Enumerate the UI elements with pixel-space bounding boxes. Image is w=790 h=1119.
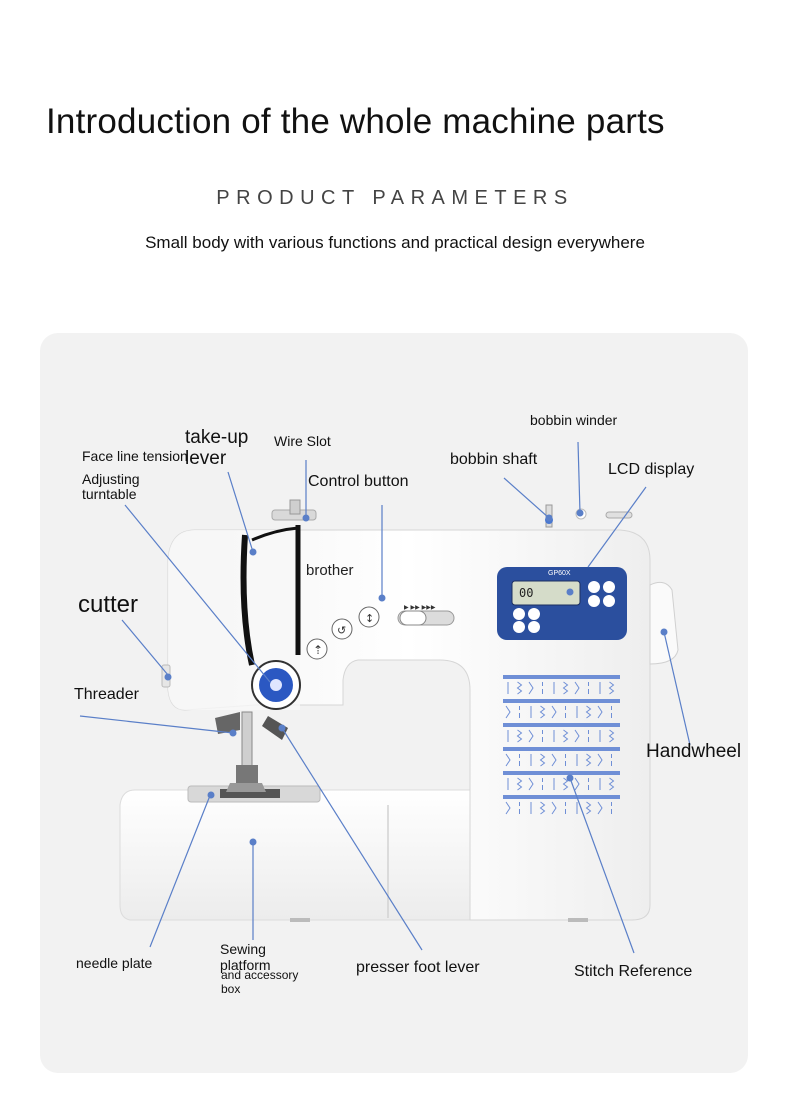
stitch-pattern-icon (516, 729, 523, 743)
stitch-pattern-icon (585, 705, 592, 719)
label-presser-foot-lever: presser foot lever (356, 959, 480, 976)
stitch-pattern-icon (505, 801, 511, 815)
callout-lines (79, 441, 691, 954)
tagline: Small body with various functions and pr… (145, 233, 645, 252)
panel-button[interactable] (603, 581, 615, 593)
stitch-pattern-icon (551, 705, 557, 719)
label-needle-plate: needle plate (76, 955, 153, 971)
handwheel-shape[interactable] (649, 581, 679, 665)
stitch-pattern-icon (551, 753, 557, 767)
stitch-pattern-icon (528, 777, 534, 791)
stitch-row-bar (503, 747, 620, 751)
stitch-pattern-icon (528, 729, 534, 743)
label-lcd-display: LCD display (608, 461, 695, 478)
section-subtitle: PRODUCT PARAMETERS (216, 187, 574, 209)
label-handwheel: Handwheel (646, 741, 742, 762)
panel-button[interactable] (588, 581, 600, 593)
stitch-pattern-icon (574, 777, 580, 791)
stitch-pattern-icon (585, 801, 592, 815)
model-badge: GP60X (548, 570, 571, 577)
label-sewing-platform-4: box (221, 982, 241, 996)
thread-path (240, 534, 255, 666)
svg-text:⇡: ⇡ (313, 643, 323, 657)
stitch-pattern-icon (597, 705, 603, 719)
stitch-row-bar (503, 675, 620, 679)
svg-text:↕: ↕ (365, 612, 374, 625)
svg-text:↺: ↺ (337, 624, 346, 637)
stitch-reference-chart (503, 675, 620, 815)
lcd-readout: 00 (519, 586, 534, 600)
lcd-screen (511, 580, 581, 606)
stitch-pattern-icon (539, 801, 546, 815)
machine-base (119, 789, 471, 921)
panel-button[interactable] (513, 608, 525, 620)
brand-logo: brother (306, 562, 354, 579)
label-take-up-lever-2: lever (185, 448, 227, 469)
needle-up-down-button[interactable] (358, 606, 380, 628)
panel-button[interactable] (588, 595, 600, 607)
panel-button[interactable] (603, 595, 615, 607)
stitch-pattern-icon (505, 705, 511, 719)
label-face-line-tension: Face line tension (82, 448, 188, 464)
page-title: Introduction of the whole machine parts (46, 102, 665, 141)
label-sewing-platform-3: and accessory (221, 968, 299, 982)
panel-button[interactable] (513, 621, 525, 633)
stitch-pattern-icon (551, 801, 557, 815)
label-adjusting-turntable: Adjusting turntable (82, 471, 140, 502)
stitch-pattern-icon (562, 777, 569, 791)
label-sewing-platform-1: Sewing (220, 941, 266, 957)
stitch-pattern-icon (574, 681, 580, 695)
stitch-pattern-icon (528, 681, 534, 695)
svg-text:▶ ▶▶ ▶▶▶: ▶ ▶▶ ▶▶▶ (404, 604, 436, 611)
label-cutter: cutter (78, 591, 139, 618)
label-threader: Threader (74, 686, 139, 703)
stitch-pattern-icon (539, 753, 546, 767)
label-wire-slot: Wire Slot (274, 433, 331, 449)
stitch-pattern-icon (516, 681, 523, 695)
label-sewing-platform-2: platform (220, 957, 271, 973)
stitch-row-bar (503, 771, 620, 775)
reverse-button[interactable] (331, 618, 353, 640)
stitch-pattern-icon (608, 681, 615, 695)
stitch-pattern-icon (608, 729, 615, 743)
label-control-button: Control button (308, 473, 409, 490)
label-take-up-lever-1: take-up (185, 427, 249, 448)
stitch-pattern-icon (574, 729, 580, 743)
stitch-pattern-icon (562, 729, 569, 743)
stitch-row-bar (503, 723, 620, 727)
label-stitch-reference: Stitch Reference (574, 963, 693, 980)
stitch-pattern-icon (597, 801, 603, 815)
label-bobbin-winder: bobbin winder (530, 412, 618, 428)
stitch-pattern-icon (597, 753, 603, 767)
needle-position-button[interactable] (306, 638, 328, 660)
stitch-pattern-icon (562, 681, 569, 695)
stitch-pattern-icon (585, 753, 592, 767)
stitch-pattern-icon (505, 753, 511, 767)
label-bobbin-shaft: bobbin shaft (450, 451, 538, 468)
stitch-pattern-icon (539, 705, 546, 719)
stitch-pattern-icon (516, 777, 523, 791)
panel-button[interactable] (528, 621, 540, 633)
stitch-row-bar (503, 795, 620, 799)
callout-dots (164, 509, 668, 846)
stitch-pattern-icon (608, 777, 615, 791)
stitch-row-bar (503, 699, 620, 703)
panel-button[interactable] (528, 608, 540, 620)
